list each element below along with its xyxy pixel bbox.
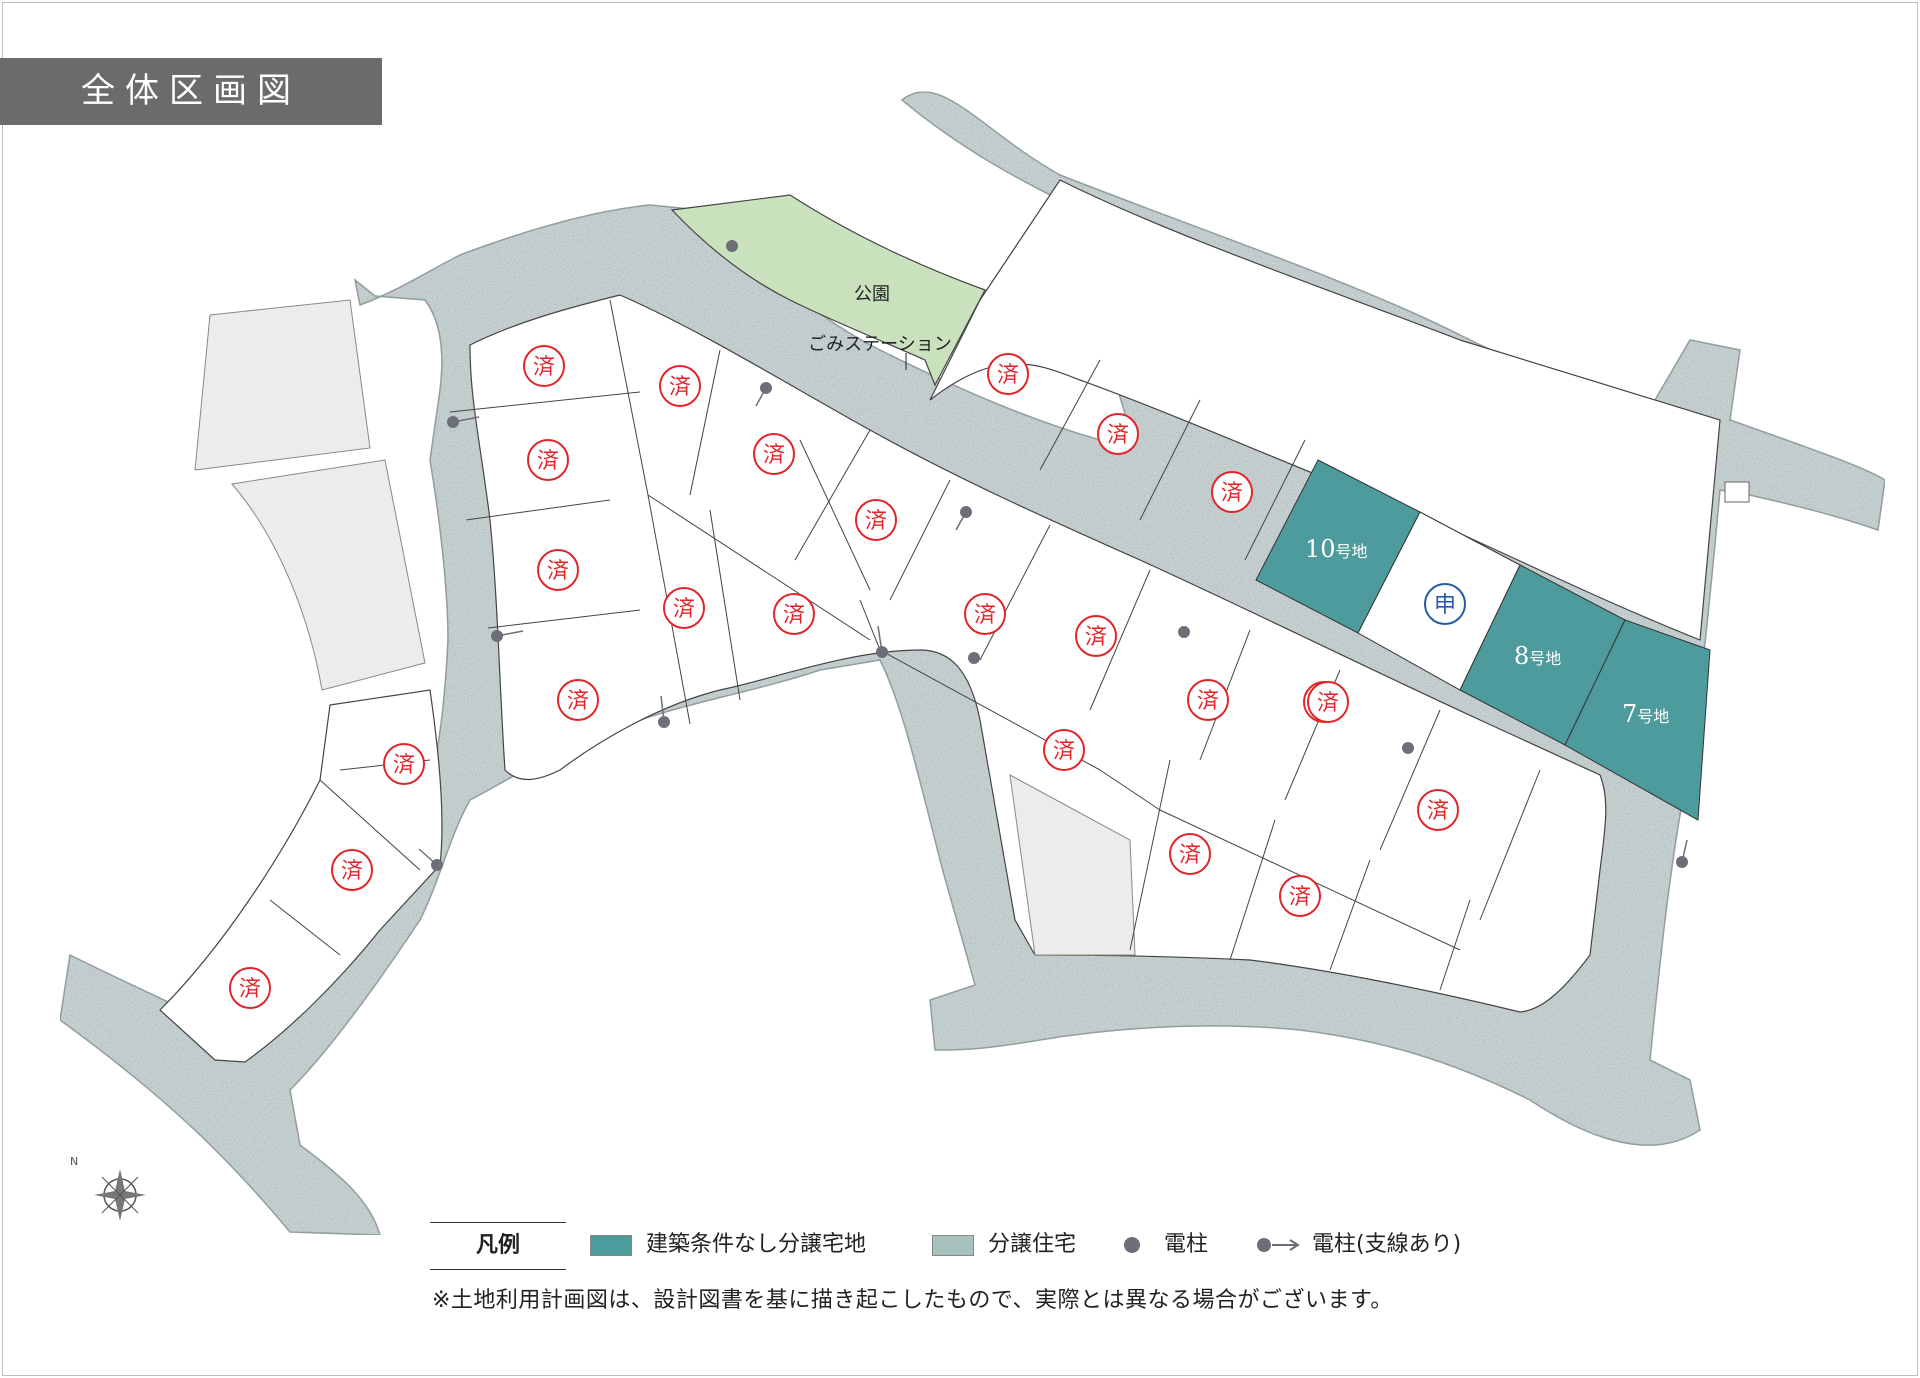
- sold-mark: 済: [753, 433, 795, 475]
- legend-item-pole: 電柱: [1124, 1222, 1208, 1268]
- lot-7[interactable]: [1564, 619, 1711, 821]
- sold-mark: 済: [1279, 875, 1321, 917]
- guy-wire-arrow-icon: [452, 416, 480, 423]
- sold-mark: 済: [537, 549, 579, 591]
- lot-10-label: 10号地: [1305, 535, 1368, 563]
- svg-text:済: 済: [567, 689, 589, 714]
- park-label: 公園: [854, 284, 890, 305]
- gray-lot-1: [194, 299, 371, 471]
- block-upper-right: [929, 179, 1721, 641]
- svg-text:済: 済: [1197, 689, 1219, 714]
- svg-text:済: 済: [1179, 843, 1201, 868]
- guy-wire-arrow-icon: [955, 511, 967, 531]
- sold-mark: 済: [383, 743, 425, 785]
- garbage-station-label: ごみステーション: [808, 334, 952, 355]
- svg-text:済: 済: [239, 977, 261, 1002]
- svg-text:済: 済: [537, 449, 559, 474]
- svg-text:済: 済: [533, 355, 555, 380]
- legend-label: 電柱(支線あり): [1312, 1232, 1462, 1257]
- svg-text:済: 済: [763, 443, 785, 468]
- sold-mark: 済: [773, 593, 815, 635]
- sold-mark: 済: [855, 499, 897, 541]
- utility-pole: [726, 240, 738, 252]
- svg-text:済: 済: [974, 603, 996, 628]
- utility-pole: [960, 506, 972, 518]
- legend-item-pole-guy: 電柱(支線あり): [1256, 1222, 1461, 1268]
- legend: 凡例 建築条件なし分譲宅地 分譲住宅 電柱 電柱(支線あり): [430, 1222, 1580, 1270]
- sold-marks: 済済済済済済済済済済済済済済済済済済済済済済済済: [229, 345, 1459, 1009]
- guy-wire-arrow-icon: [660, 695, 665, 723]
- svg-text:申: 申: [1434, 593, 1456, 618]
- svg-text:済: 済: [393, 753, 415, 778]
- lot-8-label: 8号地: [1514, 642, 1561, 670]
- sold-mark: 済: [1307, 681, 1349, 723]
- guy-wire-arrow-icon: [1681, 839, 1688, 863]
- utility-pole: [1178, 626, 1190, 638]
- sold-mark: 済: [1417, 789, 1459, 831]
- compass-rose-icon: N: [70, 1155, 146, 1221]
- legend-label: 電柱: [1164, 1232, 1209, 1257]
- sold-mark: 済: [1187, 679, 1229, 721]
- guy-wire-arrow-icon: [755, 387, 767, 407]
- sold-mark: 済: [557, 679, 599, 721]
- svg-text:済: 済: [547, 559, 569, 584]
- sold-mark: 済: [523, 345, 565, 387]
- svg-text:済: 済: [997, 363, 1019, 388]
- lot-dividers: [269, 299, 1541, 991]
- legend-item-house-lot: 分譲住宅: [932, 1222, 1076, 1268]
- guy-wire-arrow-icon: [877, 625, 883, 653]
- utility-pole: [1402, 742, 1414, 754]
- disclaimer-note: ※土地利用計画図は、設計図書を基に描き起こしたもので、実際とは異なる場合がござい…: [432, 1288, 1393, 1313]
- teal-swatch-icon: [590, 1234, 632, 1256]
- legend-title: 凡例: [430, 1222, 566, 1270]
- sold-mark: 済: [663, 587, 705, 629]
- small-lot-corner: [1724, 481, 1750, 503]
- svg-text:済: 済: [1427, 799, 1449, 824]
- svg-text:済: 済: [1053, 739, 1075, 764]
- sold-mark: 済: [1169, 833, 1211, 875]
- sold-mark: 済: [527, 439, 569, 481]
- svg-text:済: 済: [673, 597, 695, 622]
- sold-mark: 済: [229, 967, 271, 1009]
- svg-text:済: 済: [1317, 691, 1339, 716]
- park-area: [670, 194, 986, 387]
- block-left-strip: [159, 689, 443, 1063]
- svg-text:済: 済: [1289, 885, 1311, 910]
- sold-mark: 済: [1097, 413, 1139, 455]
- utility-poles: [418, 240, 1688, 871]
- svg-text:済: 済: [1085, 625, 1107, 650]
- sold-mark: 済: [987, 353, 1029, 395]
- pole-dot-icon: [1124, 1237, 1140, 1253]
- sold-mark: 済: [331, 849, 373, 891]
- svg-text:N: N: [70, 1155, 78, 1168]
- sold-mark: 済: [964, 593, 1006, 635]
- legend-label: 建築条件なし分譲宅地: [646, 1232, 867, 1257]
- legend-label: 分譲住宅: [988, 1232, 1077, 1257]
- sold-mark: 済: [659, 365, 701, 407]
- pale-green-swatch-icon: [932, 1234, 974, 1256]
- blocks: [159, 179, 1750, 1063]
- lot-7-label: 7号地: [1622, 700, 1669, 728]
- utility-pole: [968, 652, 980, 664]
- svg-text:済: 済: [669, 375, 691, 400]
- sold-mark: 済: [1075, 615, 1117, 657]
- pole-with-guy-wire-arrow-icon: [1257, 1238, 1300, 1252]
- svg-text:済: 済: [865, 509, 887, 534]
- svg-text:済: 済: [783, 603, 805, 628]
- guy-wire-arrow-icon: [418, 848, 438, 866]
- gray-lot-3: [1009, 774, 1136, 956]
- guy-wire-arrow-icon: [496, 630, 524, 637]
- sold-mark: 済: [1211, 471, 1253, 513]
- legend-item-available-lot: 建築条件なし分譲宅地: [590, 1222, 866, 1268]
- applied-mark: 申: [1424, 583, 1466, 625]
- svg-text:済: 済: [1107, 423, 1129, 448]
- page-title: 全体区画図: [0, 58, 382, 125]
- svg-text:済: 済: [1221, 481, 1243, 506]
- svg-text:済: 済: [341, 859, 363, 884]
- sold-mark: 済: [1043, 729, 1085, 771]
- gray-lot-2: [231, 459, 426, 691]
- block-upper-left: [469, 294, 1607, 1013]
